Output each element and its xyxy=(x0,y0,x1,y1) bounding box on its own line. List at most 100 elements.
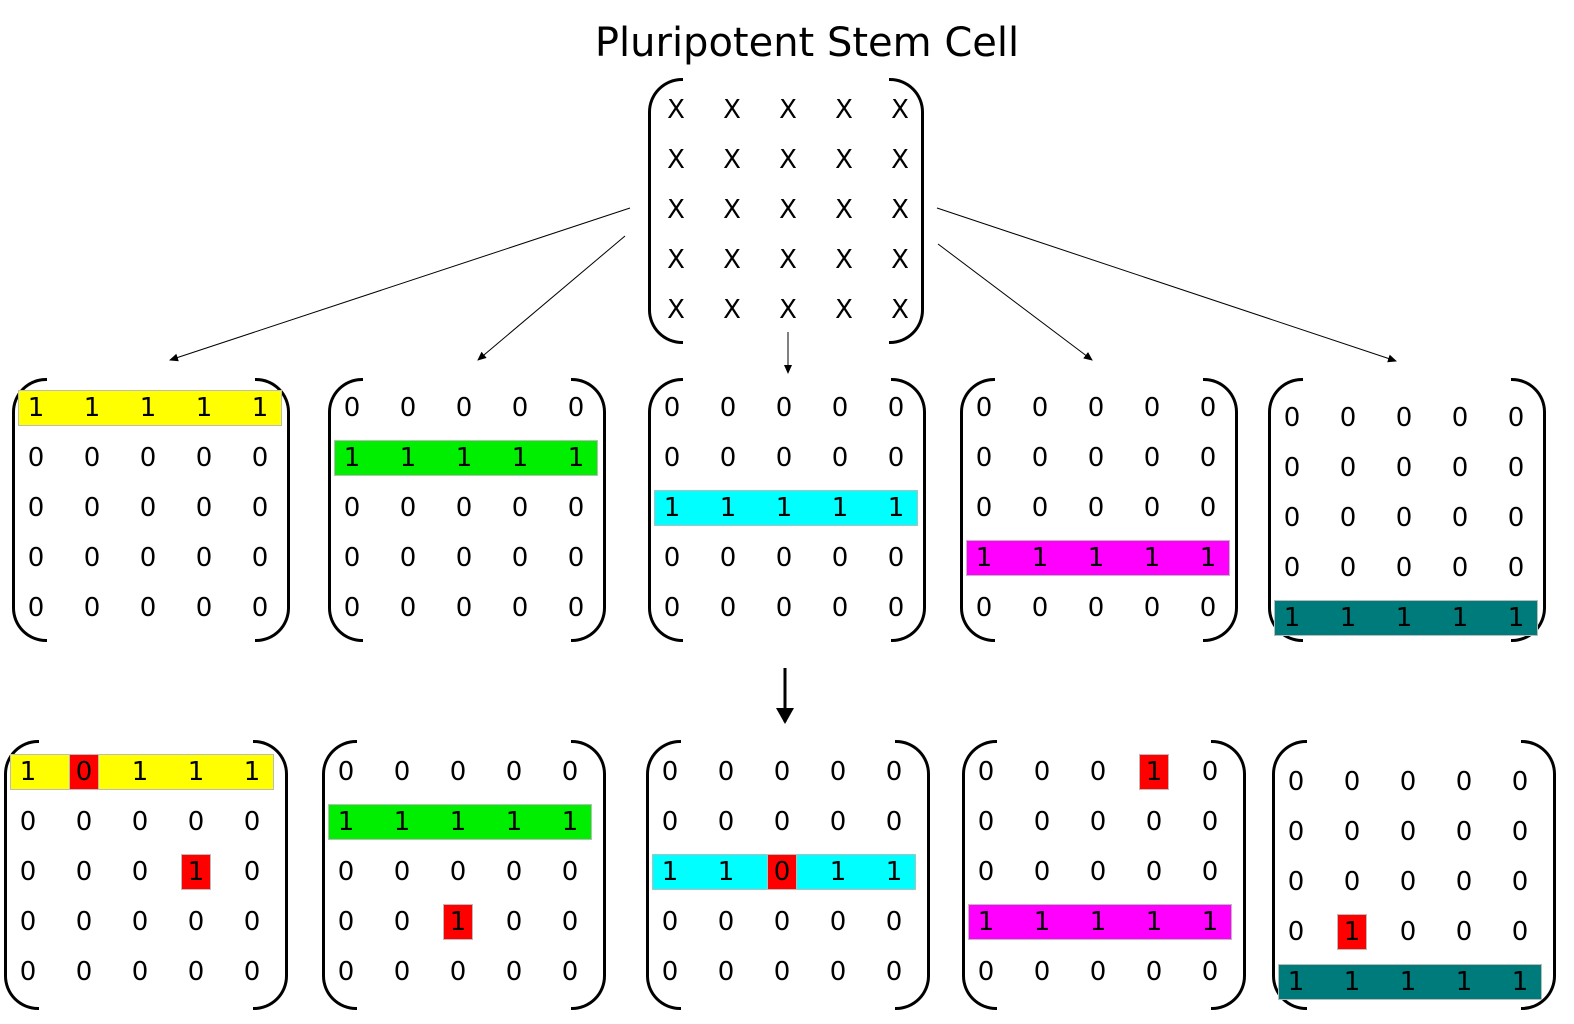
matrix-cell: 0 xyxy=(661,907,679,937)
matrix-cell: 0 xyxy=(773,857,791,887)
matrix-cell: 0 xyxy=(1339,403,1357,433)
matrix-cell: 0 xyxy=(511,593,529,623)
matrix-cell: 0 xyxy=(449,757,467,787)
matrix-cell: 1 xyxy=(885,857,903,887)
matrix-cell: 0 xyxy=(75,857,93,887)
matrix-cell: 0 xyxy=(1087,393,1105,423)
mutation-marker xyxy=(1139,754,1169,790)
matrix-cell: 0 xyxy=(567,593,585,623)
matrix-cell: 0 xyxy=(337,857,355,887)
matrix-cell: 1 xyxy=(1031,543,1049,573)
matrix-cell: 0 xyxy=(775,443,793,473)
matrix-cell: 0 xyxy=(243,807,261,837)
arrow-to-cell-2 xyxy=(477,235,626,361)
matrix-cell: 0 xyxy=(1287,767,1305,797)
matrix-cell: 1 xyxy=(1145,757,1163,787)
matrix-cell: 0 xyxy=(975,493,993,523)
matrix-cell: 1 xyxy=(251,393,269,423)
matrix-cell: 0 xyxy=(1339,553,1357,583)
matrix-cell: 0 xyxy=(717,807,735,837)
matrix-cell: 0 xyxy=(717,957,735,987)
matrix-cell: 1 xyxy=(977,907,995,937)
matrix-cell: X xyxy=(891,145,909,175)
matrix-cell: 0 xyxy=(251,493,269,523)
matrix-cell: 0 xyxy=(1395,453,1413,483)
matrix-cell: 0 xyxy=(27,593,45,623)
matrix-cell: 0 xyxy=(1339,503,1357,533)
matrix-cell: 0 xyxy=(1033,807,1051,837)
matrix-cell: 0 xyxy=(195,593,213,623)
matrix-cell: 0 xyxy=(1199,393,1217,423)
matrix-cell: 0 xyxy=(19,907,37,937)
matrix-cell: 0 xyxy=(1507,403,1525,433)
matrix-cell: 0 xyxy=(449,857,467,887)
matrix-cell: 0 xyxy=(661,807,679,837)
matrix-cell: 0 xyxy=(139,443,157,473)
matrix-cell: 0 xyxy=(1451,503,1469,533)
matrix-cell: X xyxy=(779,295,797,325)
matrix-cell: 1 xyxy=(449,807,467,837)
matrix-cell: X xyxy=(723,295,741,325)
matrix-cell: 0 xyxy=(1283,503,1301,533)
matrix-cell: 0 xyxy=(977,957,995,987)
matrix-cell: 1 xyxy=(1451,603,1469,633)
matrix-cell: 0 xyxy=(1089,857,1107,887)
matrix-cell: 0 xyxy=(139,543,157,573)
matrix-cell: 0 xyxy=(717,757,735,787)
matrix-cell: 1 xyxy=(83,393,101,423)
matrix-cell: 0 xyxy=(131,857,149,887)
matrix-cell: 0 xyxy=(1143,593,1161,623)
matrix-cell: 0 xyxy=(1507,453,1525,483)
expressed-row-highlight xyxy=(968,904,1232,940)
matrix-cell: 0 xyxy=(83,593,101,623)
matrix-cell: 0 xyxy=(775,543,793,573)
matrix-cell: 0 xyxy=(505,957,523,987)
matrix-cell: 0 xyxy=(567,543,585,573)
matrix-cell: 0 xyxy=(1145,957,1163,987)
matrix-cell: 1 xyxy=(1511,967,1529,997)
matrix-cell: 0 xyxy=(455,393,473,423)
matrix-cell: X xyxy=(667,195,685,225)
matrix-cell: 0 xyxy=(511,393,529,423)
matrix-cell: 1 xyxy=(187,857,205,887)
matrix-cell: 1 xyxy=(131,757,149,787)
matrix-cell: 0 xyxy=(1199,593,1217,623)
matrix-cell: 1 xyxy=(561,807,579,837)
matrix-cell: 0 xyxy=(511,543,529,573)
matrix-cell: 0 xyxy=(1511,917,1529,947)
mutation-marker xyxy=(443,904,473,940)
mutation-marker xyxy=(69,754,99,790)
matrix-cell: 0 xyxy=(829,807,847,837)
matrix-cell: 0 xyxy=(1089,957,1107,987)
matrix-cell: 0 xyxy=(455,593,473,623)
mutation-marker xyxy=(1337,914,1367,950)
matrix-cell: 0 xyxy=(773,907,791,937)
matrix-cell: 0 xyxy=(1399,867,1417,897)
matrix-cell: X xyxy=(835,245,853,275)
matrix-cell: 0 xyxy=(399,593,417,623)
matrix-cell: 0 xyxy=(663,393,681,423)
matrix-cell: 0 xyxy=(187,807,205,837)
matrix-cell: 1 xyxy=(19,757,37,787)
matrix-cell: 1 xyxy=(187,757,205,787)
matrix-cell: 1 xyxy=(1033,907,1051,937)
matrix-cell: 0 xyxy=(251,543,269,573)
matrix-cell: 0 xyxy=(831,593,849,623)
matrix-cell: 0 xyxy=(1511,817,1529,847)
matrix-cell: 0 xyxy=(561,957,579,987)
matrix-cell: 0 xyxy=(1395,503,1413,533)
matrix-cell: 0 xyxy=(1451,453,1469,483)
matrix-cell: 1 xyxy=(1343,917,1361,947)
matrix-cell: 0 xyxy=(829,757,847,787)
matrix-cell: 0 xyxy=(1143,493,1161,523)
matrix-cell: 0 xyxy=(977,857,995,887)
matrix-cell: 0 xyxy=(83,493,101,523)
matrix-cell: 0 xyxy=(399,543,417,573)
matrix-cell: X xyxy=(723,145,741,175)
matrix-cell: 0 xyxy=(337,757,355,787)
